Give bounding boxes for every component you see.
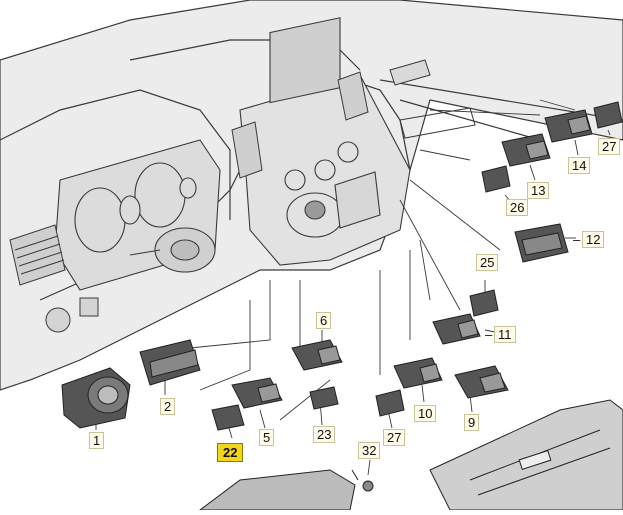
callout-32[interactable]: 32 bbox=[358, 442, 381, 459]
callout-22[interactable]: 22 bbox=[217, 443, 244, 462]
part-switch-9 bbox=[454, 365, 509, 399]
part-blank-25 bbox=[469, 289, 499, 317]
part-switch-10 bbox=[393, 357, 443, 389]
callout-6[interactable]: 6 bbox=[316, 312, 332, 329]
callout-27-lower[interactable]: 27 bbox=[383, 429, 406, 446]
part-screw-32 bbox=[351, 469, 374, 492]
callout-13[interactable]: 13 bbox=[527, 182, 550, 199]
part-switch-14 bbox=[544, 109, 593, 143]
left-switch-area bbox=[45, 297, 99, 333]
left-vent bbox=[9, 224, 66, 286]
callout-26[interactable]: 26 bbox=[506, 199, 529, 216]
center-console bbox=[239, 17, 411, 266]
callout-9[interactable]: 9 bbox=[464, 414, 480, 431]
callout-10[interactable]: 10 bbox=[414, 405, 437, 422]
dash-right-details bbox=[389, 59, 476, 139]
callout-1[interactable]: 1 bbox=[89, 432, 105, 449]
part-blank-26 bbox=[481, 165, 511, 193]
callout-11[interactable]: 11 bbox=[485, 326, 516, 343]
callout-25[interactable]: 25 bbox=[476, 254, 499, 271]
part-blank-22 bbox=[211, 404, 245, 431]
center-vents bbox=[231, 71, 369, 179]
part-switch-2 bbox=[139, 339, 201, 386]
steering-column bbox=[129, 227, 216, 273]
callout-2[interactable]: 2 bbox=[160, 398, 176, 415]
callout-27-upper[interactable]: 27 bbox=[598, 138, 621, 155]
part-switch-5 bbox=[231, 377, 283, 409]
part-switch-6 bbox=[291, 339, 343, 371]
part-headlight-switch bbox=[61, 367, 131, 429]
part-blank-27-upper bbox=[593, 101, 623, 129]
part-switch-11 bbox=[432, 313, 481, 345]
callout-12[interactable]: 12 bbox=[573, 231, 605, 248]
callout-5[interactable]: 5 bbox=[259, 429, 275, 446]
part-climate-control-lower bbox=[429, 399, 623, 511]
callout-23[interactable]: 23 bbox=[313, 426, 336, 443]
callout-14[interactable]: 14 bbox=[568, 157, 591, 174]
part-blank-27-lower bbox=[375, 389, 405, 417]
part-blank-23 bbox=[309, 386, 339, 410]
part-switch-12 bbox=[514, 223, 569, 263]
part-radio-lower bbox=[198, 469, 356, 511]
part-switch-13 bbox=[501, 133, 551, 167]
